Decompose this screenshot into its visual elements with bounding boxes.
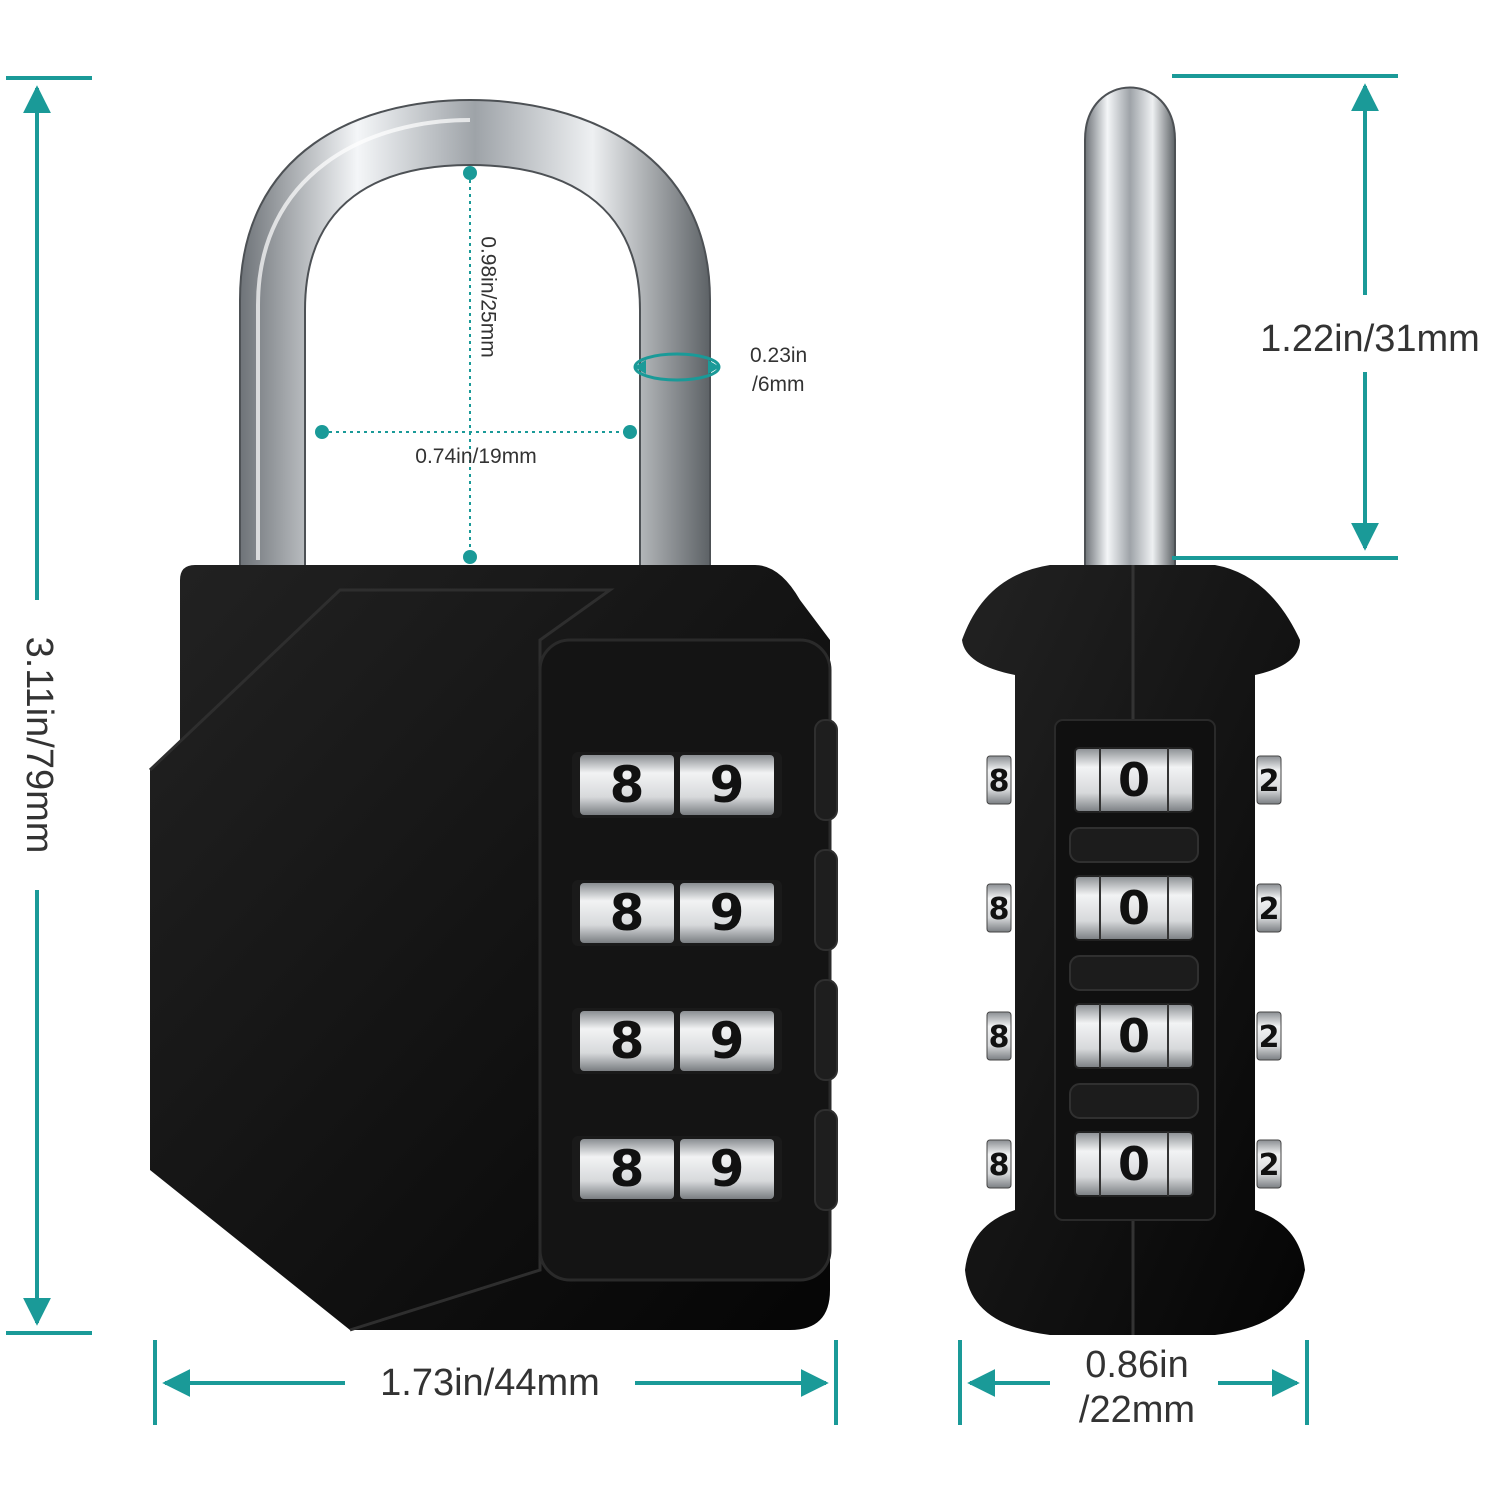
inner-dimension-lines xyxy=(315,166,721,564)
shackle-diameter-label-line1: 0.23in xyxy=(750,344,807,367)
side-dial-digit-right-edge: 2 xyxy=(1259,892,1280,927)
side-dial-digit-center: 0 xyxy=(1118,1009,1150,1063)
front-dial-digit-left: 8 xyxy=(610,756,645,814)
side-dial-digit-center: 0 xyxy=(1118,1137,1150,1191)
body-width-label: 1.73in/44mm xyxy=(380,1362,600,1404)
side-dial-digit-left-edge: 8 xyxy=(989,1148,1010,1183)
side-dial-digit-center: 0 xyxy=(1118,753,1150,807)
side-dial-digit-right-edge: 2 xyxy=(1259,764,1280,799)
side-dial-digit-center: 0 xyxy=(1118,881,1150,935)
front-dial-digit-right: 9 xyxy=(710,756,745,814)
inner-height-label: 0.98in/25mm xyxy=(476,236,499,357)
front-dial-digit-left: 8 xyxy=(610,1012,645,1070)
side-dial-digit-right-edge: 2 xyxy=(1259,1148,1280,1183)
side-width-label-line2: /22mm xyxy=(1079,1389,1195,1431)
dimension-lines xyxy=(6,74,1398,1425)
side-dial-4[interactable]: 0 8 2 xyxy=(986,1131,1282,1197)
side-grip-bump xyxy=(1069,955,1199,991)
side-width-label-line1: 0.86in xyxy=(1085,1344,1189,1386)
side-dial-digit-left-edge: 8 xyxy=(989,764,1010,799)
side-dial-3[interactable]: 0 8 2 xyxy=(986,1003,1282,1069)
front-dial-digit-left: 8 xyxy=(610,1140,645,1198)
side-grip-bump xyxy=(1069,1083,1199,1119)
shackle-clearance-label: 1.22in/31mm xyxy=(1260,318,1480,360)
side-dial-digit-left-edge: 8 xyxy=(989,1020,1010,1055)
side-dial-digit-left-edge: 8 xyxy=(989,892,1010,927)
side-dial-2[interactable]: 0 8 2 xyxy=(986,875,1282,941)
side-shackle xyxy=(1084,86,1176,576)
side-dials: 0 8 2 0 8 2 0 8 2 0 8 2 xyxy=(986,747,1282,1197)
shackle-diameter-label-line2: /6mm xyxy=(752,373,805,396)
total-height-label: 3.11in/79mm xyxy=(18,637,60,854)
side-dial-1[interactable]: 0 8 2 xyxy=(986,747,1282,813)
side-dial-digit-right-edge: 2 xyxy=(1259,1020,1280,1055)
front-shackle xyxy=(239,98,711,581)
front-dial-digit-left: 8 xyxy=(610,884,645,942)
side-lock: 0 8 2 0 8 2 0 8 2 0 8 2 xyxy=(962,86,1305,1335)
grip-ribs xyxy=(814,719,838,1211)
front-dial-digit-right: 9 xyxy=(710,1140,745,1198)
inner-width-label: 0.74in/19mm xyxy=(415,445,536,468)
front-dial-digit-right: 9 xyxy=(710,1012,745,1070)
side-grip-bump xyxy=(1069,827,1199,863)
front-dial-digit-right: 9 xyxy=(710,884,745,942)
